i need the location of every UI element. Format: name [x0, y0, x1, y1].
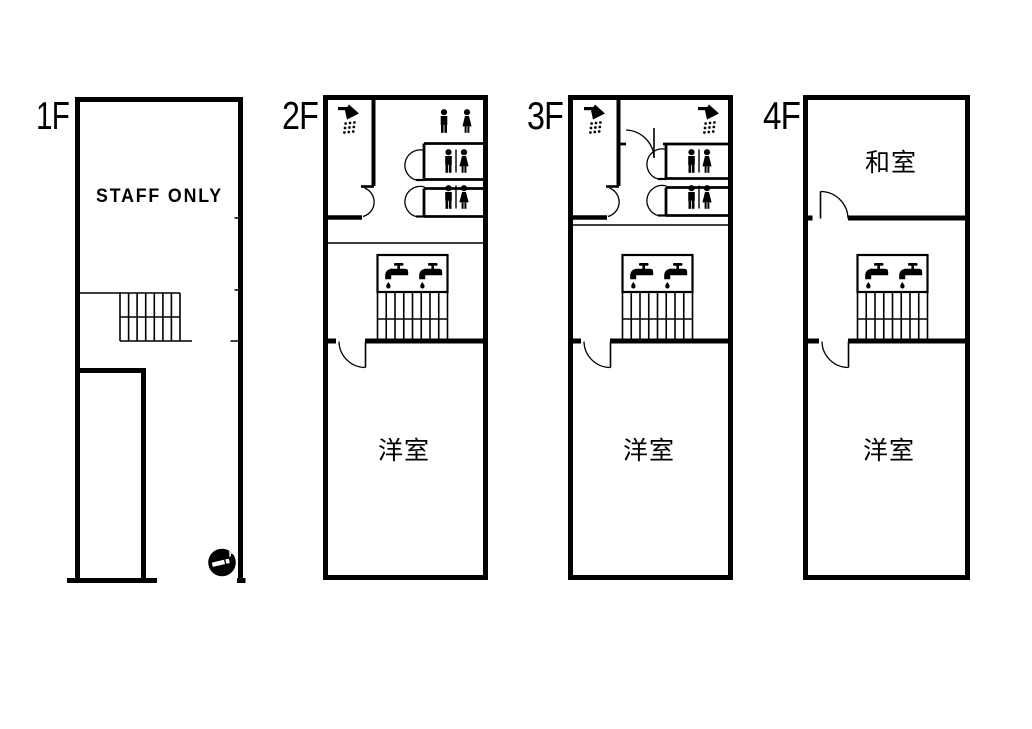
- wall-tick: [234, 217, 241, 291]
- japanese-room-door-arc: [820, 190, 849, 219]
- man-woman-pictogram: [445, 149, 468, 173]
- staff-only-label: STAFF ONLY: [96, 186, 223, 207]
- staircase: [119, 292, 181, 341]
- room-door-arc: [338, 341, 366, 369]
- floor-label-2f: 2F: [282, 95, 318, 138]
- staircase: [376, 291, 449, 341]
- man-pictogram: [440, 109, 448, 133]
- outer-wall: [323, 95, 488, 580]
- faucet-icon: [630, 263, 654, 289]
- floor-2f: [323, 95, 488, 580]
- floor-label-3f: 3F: [527, 95, 563, 138]
- shower-door-arc: [607, 187, 620, 218]
- shower-2-door-arc: [625, 129, 655, 158]
- floor-label-1f: 1F: [36, 95, 69, 138]
- floor-4f: [803, 95, 970, 580]
- floor-label-4f: 4F: [763, 95, 800, 138]
- stall-1-door-arc: [404, 149, 425, 181]
- stall-2-door-arc: [404, 185, 425, 218]
- smoking-area-icon: [207, 547, 238, 578]
- staff-room-wall: [77, 368, 146, 578]
- room-door-arc: [821, 341, 849, 369]
- outer-wall: [75, 97, 243, 580]
- outer-wall: [568, 95, 733, 580]
- faucet-icon: [865, 263, 889, 289]
- room-label-3f-western: 洋室: [623, 437, 675, 465]
- shower-icon: [338, 104, 359, 134]
- stall-2-door-arc: [646, 184, 667, 217]
- toilet-stall-2: [664, 186, 731, 217]
- faucet-icon: [664, 263, 688, 289]
- faucet-icon: [899, 263, 923, 289]
- toilet-stall-1: [664, 144, 731, 180]
- floor-1f: [67, 97, 246, 583]
- faucet-icon: [385, 263, 409, 289]
- toilet-stall-1: [422, 142, 486, 181]
- staircase: [621, 291, 694, 341]
- stall-1-door-arc: [646, 148, 667, 180]
- shower-door-arc: [362, 187, 375, 218]
- staircase: [856, 291, 929, 341]
- outer-wall: [803, 95, 970, 580]
- shower-icon: [584, 104, 605, 134]
- faucet-icon: [419, 263, 443, 289]
- floor-3f: [568, 95, 733, 580]
- room-door-arc: [583, 341, 611, 369]
- room-label-4f-western: 洋室: [863, 437, 915, 465]
- room-label-2f-western: 洋室: [378, 437, 430, 465]
- room-label-4f-japanese: 和室: [865, 149, 917, 177]
- woman-pictogram: [462, 109, 472, 133]
- toilet-stall-2: [422, 187, 486, 218]
- shower-icon: [698, 104, 719, 134]
- man-woman-pictogram: [688, 149, 711, 173]
